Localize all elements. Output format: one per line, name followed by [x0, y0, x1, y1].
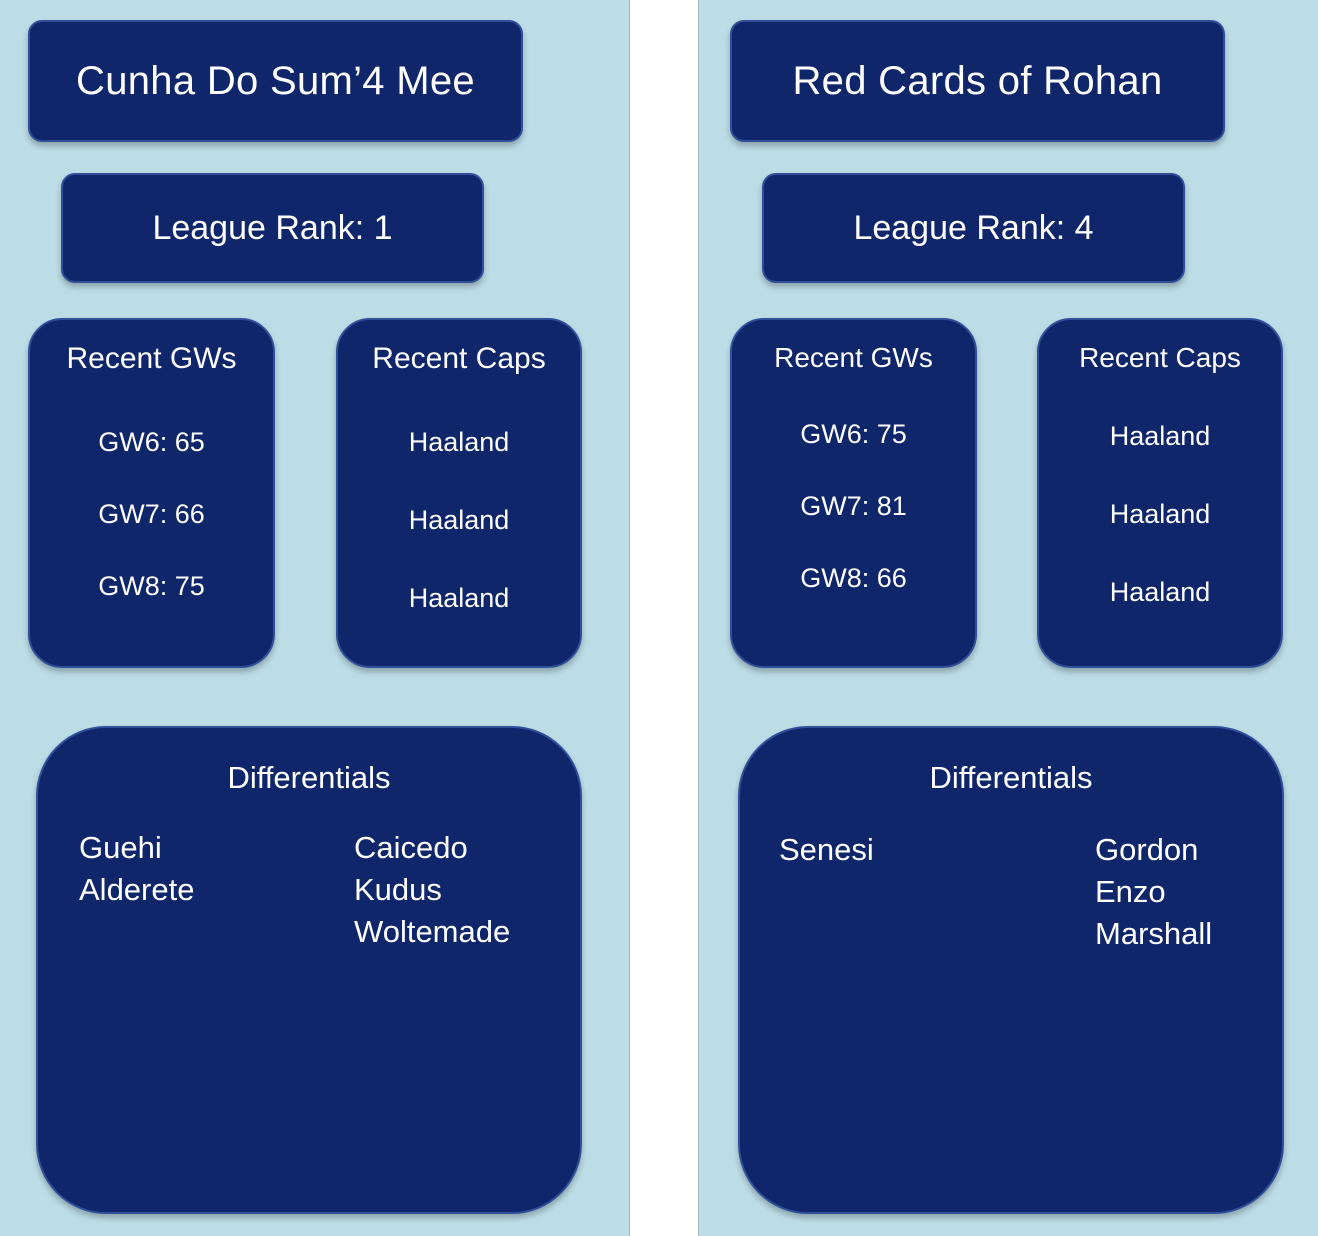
differentials-card: Differentials Senesi Gordon Enzo Marshal… — [738, 726, 1284, 1214]
differential-player: Guehi — [79, 830, 162, 865]
recent-caps-heading: Recent Caps — [1079, 342, 1241, 373]
league-rank: League Rank: 4 — [853, 208, 1094, 247]
gw-score: GW8: 66 — [800, 563, 907, 593]
team-name-box: Cunha Do Sum’4 Mee — [28, 20, 523, 142]
differentials-right-column: Gordon Enzo Marshall — [1095, 829, 1212, 955]
gw-score: GW6: 65 — [98, 427, 205, 457]
recent-caps-card: Recent Caps Haaland Haaland Haaland — [336, 318, 582, 668]
team-name-box: Red Cards of Rohan — [730, 20, 1225, 142]
league-rank: League Rank: 1 — [152, 208, 393, 247]
league-rank-box: League Rank: 1 — [61, 173, 484, 283]
captain-pick: Haaland — [408, 583, 510, 613]
recent-caps-card: Recent Caps Haaland Haaland Haaland — [1037, 318, 1283, 668]
recent-gws-heading: Recent GWs — [774, 342, 933, 373]
captain-pick: Haaland — [1109, 421, 1211, 451]
captain-pick: Haaland — [408, 427, 510, 457]
recent-gws-card: Recent GWs GW6: 75 GW7: 81 GW8: 66 — [730, 318, 977, 668]
differentials-heading: Differentials — [227, 760, 391, 795]
differentials-left-column: Senesi — [779, 829, 874, 871]
differential-player: Enzo — [1095, 874, 1166, 909]
differential-player: Kudus — [354, 872, 442, 907]
team-name: Cunha Do Sum’4 Mee — [76, 58, 475, 103]
league-rank-box: League Rank: 4 — [762, 173, 1185, 283]
differential-player: Caicedo — [354, 830, 468, 865]
differentials-left-column: Guehi Alderete — [79, 827, 194, 911]
gw-score: GW8: 75 — [98, 571, 205, 601]
differentials-right-column: Caicedo Kudus Woltemade — [354, 827, 510, 953]
captain-pick: Haaland — [408, 505, 510, 535]
recent-gws-card: Recent GWs GW6: 65 GW7: 66 GW8: 75 — [28, 318, 275, 668]
differential-player: Senesi — [779, 832, 874, 867]
gw-score: GW7: 81 — [800, 491, 907, 521]
differential-player: Gordon — [1095, 832, 1199, 867]
differential-player: Alderete — [79, 872, 195, 907]
captain-pick: Haaland — [1109, 577, 1211, 607]
differentials-card: Differentials Guehi Alderete Caicedo Kud… — [36, 726, 582, 1214]
differentials-heading: Differentials — [929, 760, 1093, 795]
team-panel-right: Red Cards of Rohan League Rank: 4 Recent… — [698, 0, 1318, 1236]
gw-score: GW6: 75 — [800, 419, 907, 449]
gw-score: GW7: 66 — [98, 499, 205, 529]
differential-player: Marshall — [1095, 916, 1213, 951]
team-panel-left: Cunha Do Sum’4 Mee League Rank: 1 Recent… — [0, 0, 630, 1236]
captain-pick: Haaland — [1109, 499, 1211, 529]
differential-player: Woltemade — [354, 914, 511, 949]
recent-caps-heading: Recent Caps — [372, 342, 546, 375]
team-name: Red Cards of Rohan — [792, 58, 1163, 103]
recent-gws-heading: Recent GWs — [66, 342, 237, 375]
